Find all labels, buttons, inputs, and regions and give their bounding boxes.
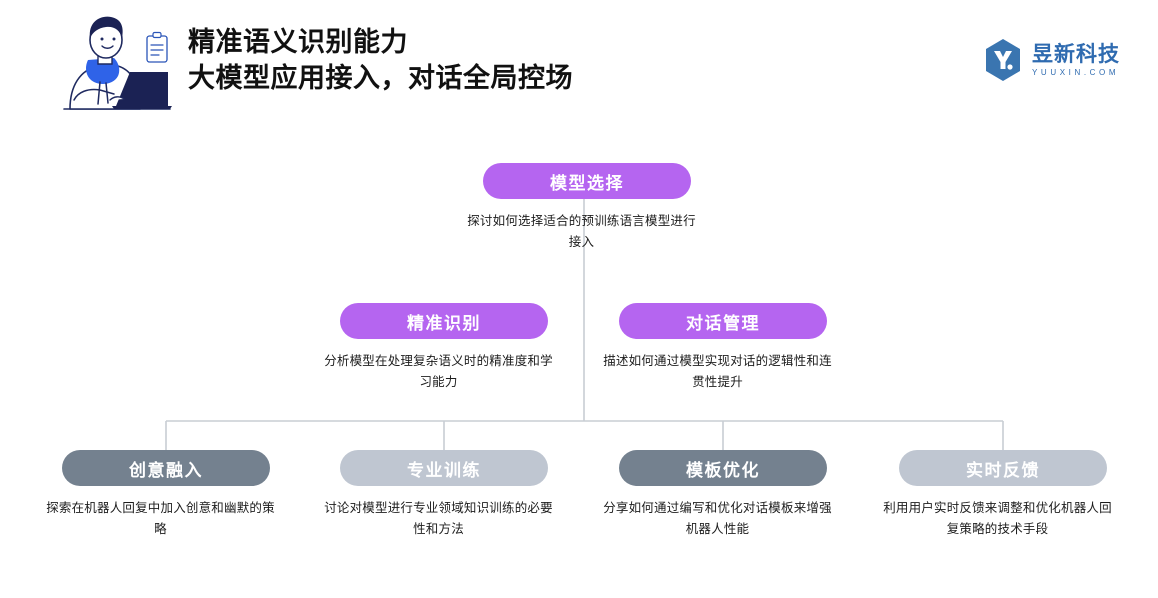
node-pill[interactable]: 精准识别	[340, 303, 548, 339]
node-title: 对话管理	[686, 313, 760, 333]
node-precise-recognition[interactable]: 精准识别 分析模型在处理复杂语义时的精准度和学习能力	[324, 303, 553, 393]
node-title: 实时反馈	[966, 460, 1040, 480]
node-description: 讨论对模型进行专业领域知识训练的必要性和方法	[324, 501, 553, 536]
node-description: 分析模型在处理复杂语义时的精准度和学习能力	[324, 354, 553, 389]
page-title-line-2: 大模型应用接入，对话全局控场	[188, 63, 573, 93]
node-description: 探索在机器人回复中加入创意和幽默的策略	[46, 501, 275, 536]
node-description: 探讨如何选择适合的预训练语言模型进行接入	[467, 214, 696, 249]
node-description: 描述如何通过模型实现对话的逻辑性和连贯性提升	[603, 354, 832, 389]
node-realtime-feedback[interactable]: 实时反馈 利用用户实时反馈来调整和优化机器人回复策略的技术手段	[883, 450, 1112, 540]
page-header: 精准语义识别能力 大模型应用接入，对话全局控场 昱新科技 YUUXIN.COM	[0, 0, 1158, 130]
page-title-line-1: 精准语义识别能力	[188, 27, 408, 57]
node-title: 模型选择	[550, 173, 624, 193]
node-professional-training[interactable]: 专业训练 讨论对模型进行专业领域知识训练的必要性和方法	[324, 450, 553, 540]
node-title: 创意融入	[129, 460, 203, 480]
person-with-laptop-illustration	[44, 8, 184, 120]
node-pill[interactable]: 模板优化	[619, 450, 827, 486]
mindmap-diagram: 模型选择 探讨如何选择适合的预训练语言模型进行接入 精准识别 分析模型在处理复杂…	[0, 130, 1158, 598]
node-creative-integration[interactable]: 创意融入 探索在机器人回复中加入创意和幽默的策略	[46, 450, 275, 540]
brand-logo: 昱新科技 YUUXIN.COM	[983, 38, 1120, 82]
node-dialogue-management[interactable]: 对话管理 描述如何通过模型实现对话的逻辑性和连贯性提升	[603, 303, 832, 393]
node-pill[interactable]: 对话管理	[619, 303, 827, 339]
brand-name: 昱新科技	[1032, 42, 1120, 66]
brand-domain: YUUXIN.COM	[1032, 67, 1120, 77]
page-title: 精准语义识别能力 大模型应用接入，对话全局控场	[188, 24, 828, 96]
node-title: 模板优化	[686, 460, 760, 480]
node-pill[interactable]: 模型选择	[483, 163, 691, 199]
node-pill[interactable]: 创意融入	[62, 450, 270, 486]
node-pill[interactable]: 实时反馈	[899, 450, 1107, 486]
node-pill[interactable]: 专业训练	[340, 450, 548, 486]
node-template-optimization[interactable]: 模板优化 分享如何通过编写和优化对话模板来增强机器人性能	[603, 450, 832, 540]
hexagon-y-logo-icon	[986, 39, 1020, 81]
node-description: 利用用户实时反馈来调整和优化机器人回复策略的技术手段	[883, 501, 1112, 536]
node-title: 精准识别	[407, 313, 481, 333]
node-description: 分享如何通过编写和优化对话模板来增强机器人性能	[603, 501, 832, 536]
node-title: 专业训练	[407, 460, 481, 480]
node-model-selection[interactable]: 模型选择 探讨如何选择适合的预训练语言模型进行接入	[467, 163, 696, 253]
brand-text: 昱新科技 YUUXIN.COM	[1032, 43, 1120, 78]
